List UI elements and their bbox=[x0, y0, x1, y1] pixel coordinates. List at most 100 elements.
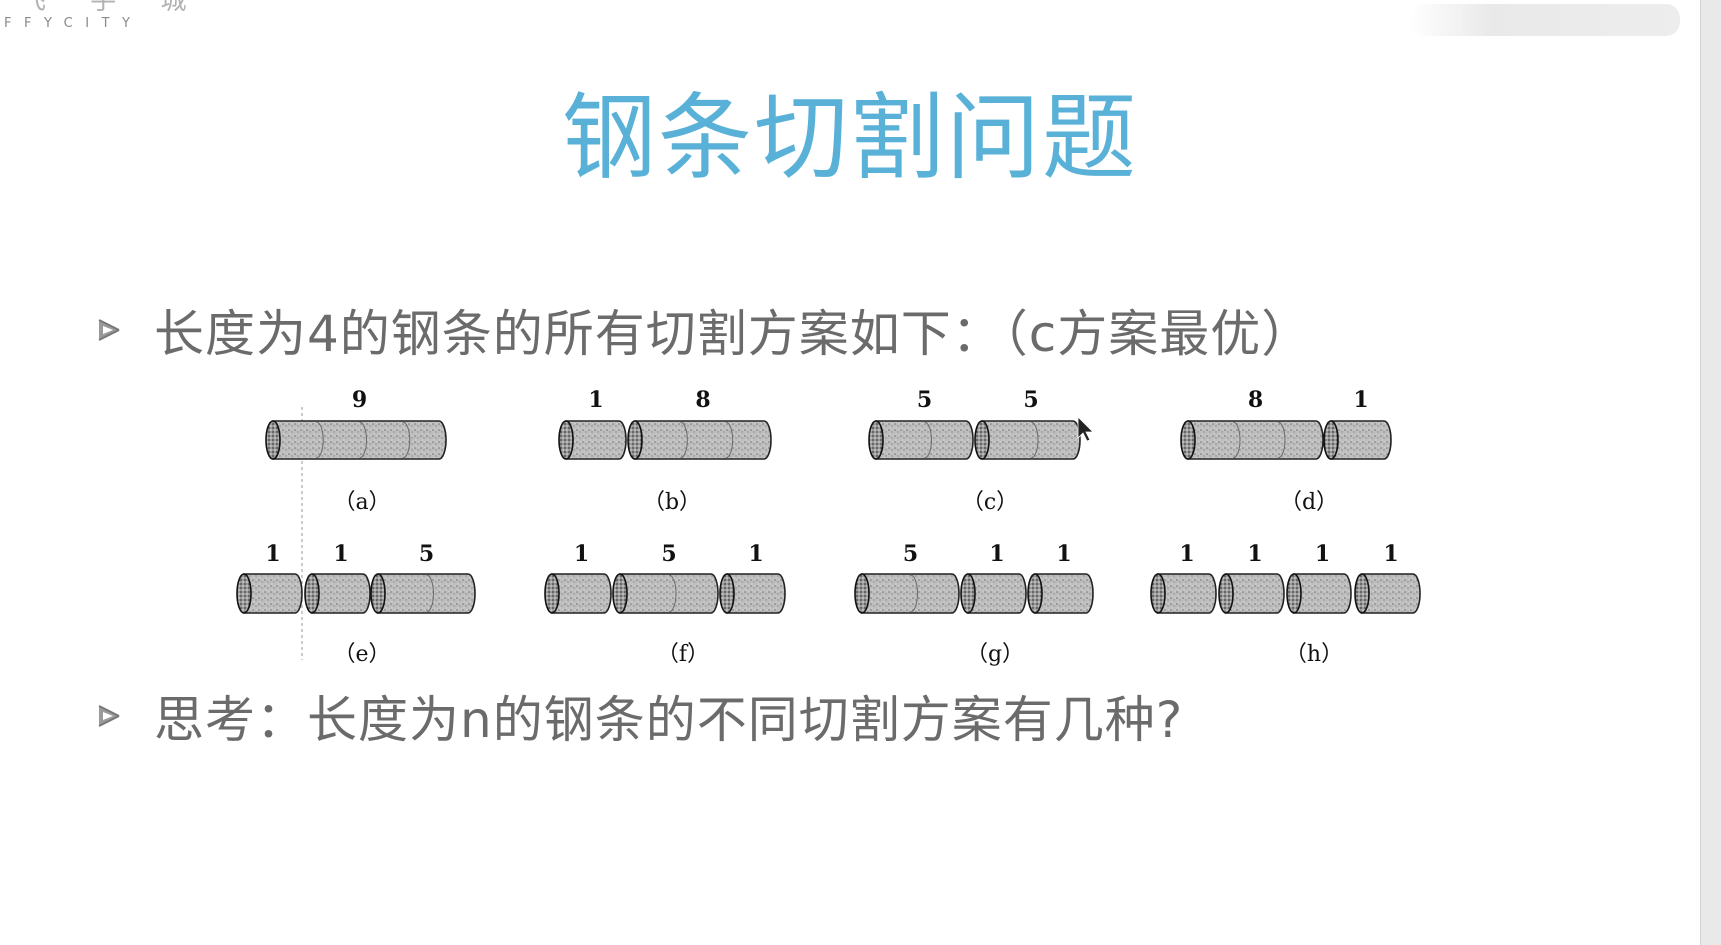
rod-piece bbox=[875, 420, 974, 460]
scheme-label: （a） bbox=[333, 490, 390, 515]
rod-piece bbox=[243, 573, 303, 614]
scheme-group: 9 （a） bbox=[265, 387, 447, 515]
bullet-item: 长度为4的钢条的所有切割方案如下：（c方案最优） bbox=[96, 294, 1312, 366]
rod-end-cap bbox=[854, 573, 870, 614]
piece-price: 1 bbox=[333, 541, 348, 567]
rod-piece bbox=[1361, 573, 1421, 614]
bullet-item: 思考：长度为n的钢条的不同切割方案有几种? bbox=[96, 680, 1183, 752]
scheme-label: （e） bbox=[333, 642, 390, 667]
scheme-group: 1 8 （b） bbox=[558, 387, 772, 515]
rod-end-cap bbox=[370, 573, 386, 614]
rod-piece bbox=[1157, 573, 1217, 614]
rod-seam bbox=[924, 421, 932, 459]
rod-end-cap bbox=[1286, 573, 1302, 614]
rod-end-cap bbox=[236, 573, 252, 614]
rod-end-cap bbox=[544, 573, 560, 614]
piece-price: 1 bbox=[1315, 541, 1330, 567]
rod-seam bbox=[359, 421, 367, 459]
rod-end-cap bbox=[627, 420, 643, 460]
piece-price: 1 bbox=[1383, 541, 1398, 567]
piece-price: 5 bbox=[419, 541, 434, 567]
rod-seam bbox=[402, 421, 411, 459]
rod-piece bbox=[861, 573, 960, 614]
rod-piece bbox=[551, 573, 612, 614]
watermark bbox=[1410, 4, 1680, 36]
triangle-bullet-icon bbox=[98, 319, 120, 341]
scheme-group: 5 1 1 （g） bbox=[854, 541, 1094, 667]
rod-seam bbox=[725, 421, 734, 459]
rod-end-cap bbox=[1180, 420, 1196, 460]
rod-seam bbox=[1030, 421, 1039, 459]
scheme-group: 1 1 5 （e） bbox=[236, 541, 476, 667]
rod-seam bbox=[910, 574, 918, 613]
rod-end-cap bbox=[1323, 420, 1339, 460]
rod-piece bbox=[1187, 420, 1324, 460]
bullet-text: 思考：长度为n的钢条的不同切割方案有几种? bbox=[154, 691, 1184, 749]
piece-price: 5 bbox=[917, 387, 932, 413]
rod-end-cap bbox=[558, 420, 574, 460]
scheme-label: （g） bbox=[966, 642, 1024, 667]
rod-end-cap bbox=[974, 420, 990, 460]
rod-end-cap bbox=[612, 573, 628, 614]
piece-price: 8 bbox=[1248, 387, 1263, 413]
rod-piece bbox=[981, 420, 1081, 460]
rod-piece bbox=[634, 420, 772, 460]
rod-seam bbox=[668, 574, 677, 613]
scheme-label: （b） bbox=[643, 490, 701, 515]
scheme-label: （c） bbox=[962, 490, 1018, 515]
mouse-pointer-icon bbox=[1077, 416, 1094, 442]
rod-piece bbox=[565, 420, 627, 460]
rod-piece bbox=[967, 573, 1027, 614]
rod-piece bbox=[311, 573, 371, 614]
rod-end-cap bbox=[304, 573, 320, 614]
logo-chinese: 飞 手 城 bbox=[20, 0, 205, 16]
scheme-label: （h） bbox=[1285, 642, 1343, 667]
bullet-text: 长度为4的钢条的所有切割方案如下：（c方案最优） bbox=[154, 305, 1313, 363]
rod-seam bbox=[1232, 421, 1241, 459]
rod-piece bbox=[272, 420, 447, 460]
piece-price: 1 bbox=[1247, 541, 1262, 567]
scheme-group: 5 5 （c） bbox=[868, 387, 1081, 515]
rod-end-cap bbox=[1354, 573, 1370, 614]
rod-piece bbox=[1293, 573, 1352, 614]
scheme-label: （f） bbox=[657, 642, 709, 667]
scheme-group: 8 1 （d） bbox=[1180, 387, 1392, 515]
piece-price: 1 bbox=[1353, 387, 1368, 413]
scheme-group: 1 5 1 （f） bbox=[544, 541, 786, 667]
piece-price: 1 bbox=[588, 387, 603, 413]
scroll-edge bbox=[1700, 0, 1721, 945]
piece-price: 8 bbox=[695, 387, 710, 413]
rod-end-cap bbox=[265, 420, 281, 460]
piece-price: 1 bbox=[989, 541, 1004, 567]
rod-piece bbox=[1330, 420, 1392, 460]
piece-price: 5 bbox=[661, 541, 676, 567]
rod-piece bbox=[726, 573, 786, 614]
piece-price: 1 bbox=[748, 541, 763, 567]
rod-end-cap bbox=[960, 573, 976, 614]
piece-price: 1 bbox=[1056, 541, 1071, 567]
rod-end-cap bbox=[1027, 573, 1043, 614]
rod-seam bbox=[1277, 421, 1286, 459]
piece-price: 5 bbox=[1023, 387, 1038, 413]
rod-seam bbox=[680, 421, 688, 459]
rod-piece bbox=[1225, 573, 1285, 614]
rod-end-cap bbox=[1218, 573, 1234, 614]
rod-piece bbox=[377, 573, 476, 614]
rod-end-cap bbox=[719, 573, 735, 614]
piece-price: 1 bbox=[574, 541, 589, 567]
rod-end-cap bbox=[1150, 573, 1166, 614]
logo: 飞 手 城 FFYCITY bbox=[4, 0, 205, 31]
rod-end-cap bbox=[868, 420, 884, 460]
scheme-label: （d） bbox=[1280, 490, 1338, 515]
piece-price: 9 bbox=[352, 387, 367, 413]
piece-price: 5 bbox=[903, 541, 918, 567]
logo-english: FFYCITY bbox=[4, 16, 143, 31]
triangle-bullet-icon bbox=[98, 705, 120, 727]
rod-piece bbox=[1034, 573, 1094, 614]
rod-seam bbox=[316, 421, 324, 459]
piece-price: 1 bbox=[265, 541, 280, 567]
